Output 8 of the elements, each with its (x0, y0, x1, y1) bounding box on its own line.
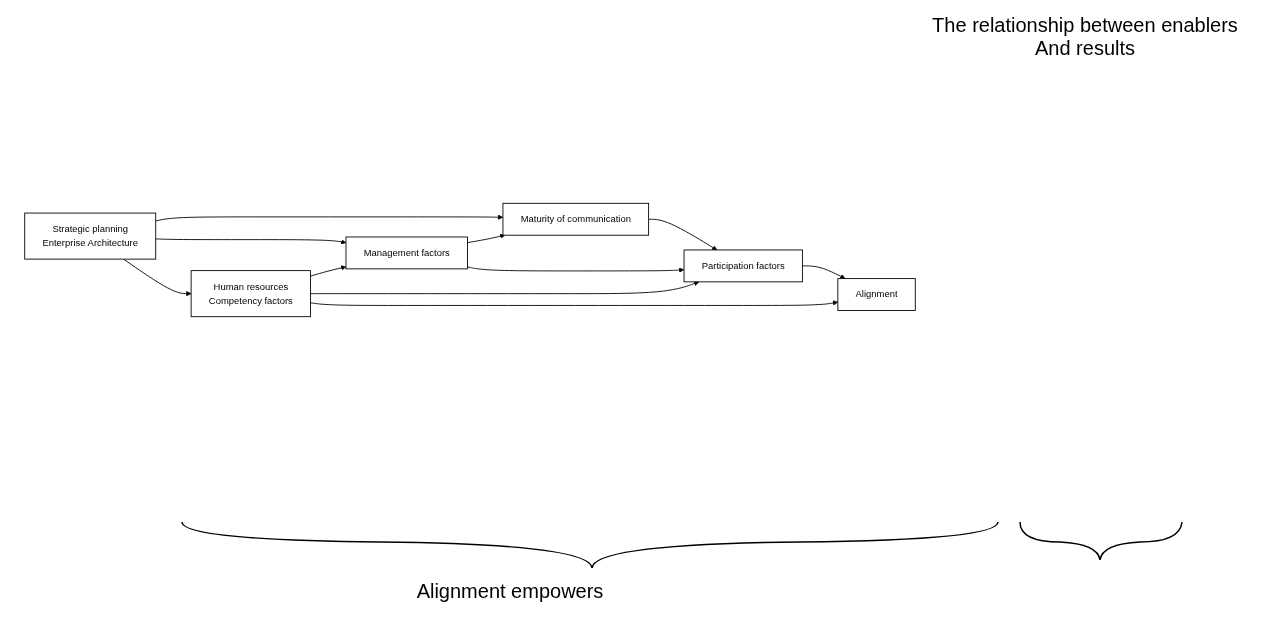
node-box: Strategic planning Enterprise Architecture (24, 212, 157, 260)
note-text: The relationship between enablers And results (931, 14, 1239, 60)
node-box: Management factors (345, 236, 468, 270)
node-box: Participation factors (683, 249, 803, 283)
node-box: Alignment (837, 278, 916, 311)
brace-caption: Alignment empowers (415, 580, 605, 603)
node-box: Maturity of communication (502, 202, 650, 236)
node-box: Human resources Competency factors (190, 270, 311, 318)
